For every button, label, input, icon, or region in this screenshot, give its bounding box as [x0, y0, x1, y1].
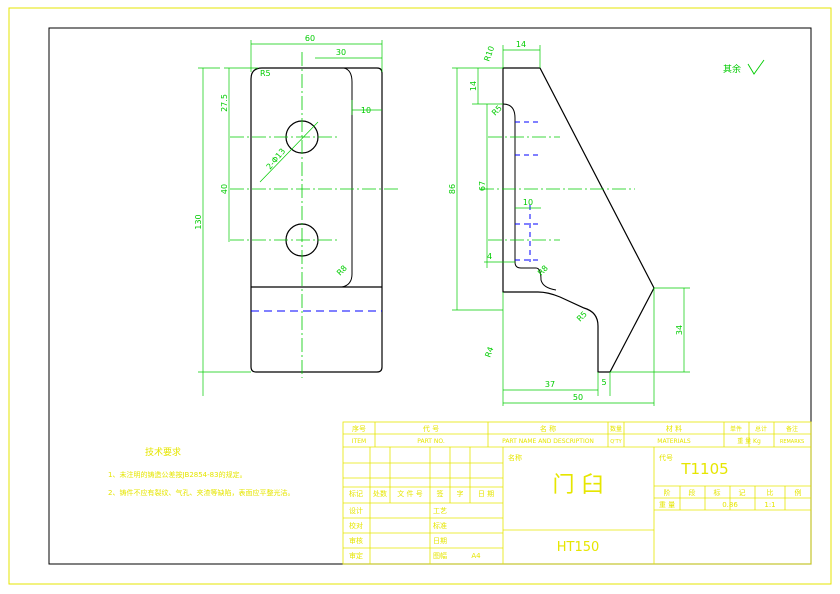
name-label: 名称 [508, 453, 522, 462]
approve-design: 设计 [349, 506, 363, 515]
dim-front-offset: 10 [361, 106, 371, 115]
hdr-unit-wt: 单件 [730, 425, 742, 433]
outer-border [8, 7, 832, 585]
hdr-partno-en: PART NO. [417, 438, 445, 445]
dim-side-r-mid: R5 [490, 104, 504, 118]
dim-side-left-h: 14 [469, 81, 478, 91]
approve-check: 校对 [349, 521, 363, 530]
dim-front-width: 60 [305, 34, 315, 43]
approve-date: 日期 [433, 537, 447, 545]
dim-side-foot-r: R5 [575, 310, 589, 324]
code-label: 代号 [659, 453, 673, 462]
dim-side-width: 50 [573, 393, 583, 402]
rev-col-sign2: 字 [457, 489, 464, 498]
tech-title: 技术要求 [145, 446, 181, 458]
tech-requirements: 技术要求 1、未注明的铸造公差按JB2854-83的规定。 2、铸件不应有裂纹、… [108, 446, 294, 497]
tech-item-1: 1、未注明的铸造公差按JB2854-83的规定。 [108, 470, 247, 479]
hdr-mat-cn: 材 料 [666, 424, 682, 433]
dim-side-small: 4 [487, 252, 492, 261]
hdr-mat-en: MATERIALS [657, 438, 691, 445]
surface-finish-note: 其余 [723, 63, 741, 75]
approve-review: 审核 [349, 536, 363, 545]
front-view: 60 30 10 27.5 40 130 2-Φ13 R5 R8 [194, 34, 400, 396]
stage-6: 例 [795, 488, 802, 497]
dim-side-foot-step: 5 [601, 378, 606, 387]
dim-side-foot-w: 37 [545, 380, 555, 389]
hdr-partno-cn: 代 号 [423, 424, 439, 433]
rev-col-date: 日 期 [478, 490, 494, 498]
hdr-remarks-cn: 备注 [786, 425, 798, 433]
hdr-item-en: ITEM [352, 438, 366, 445]
hdr-weight-row: 重 量 Kg [737, 437, 761, 445]
stage-2: 段 [689, 488, 696, 497]
sheet-size: A4 [471, 552, 481, 560]
hdr-item-cn: 序号 [352, 424, 366, 433]
stage-1: 阶 [664, 488, 671, 497]
hdr-remarks-en: REMARKS [780, 439, 804, 445]
title-block-text: 序号 ITEM 代 号 PART NO. 名 称 PART NAME AND D… [349, 424, 804, 560]
hdr-name-cn: 名 称 [540, 424, 556, 433]
rev-col-count: 处数 [373, 489, 387, 498]
hdr-qty-cn: 数量 [610, 425, 622, 433]
dim-front-hole-spacing: 40 [220, 184, 229, 194]
dim-side-top-r: R10 [482, 45, 496, 63]
scale-value: 1:1 [764, 501, 775, 509]
tech-item-2: 2、铸件不应有裂纹、气孔、夹渣等缺陷，表面应平整光洁。 [108, 488, 294, 497]
dim-front-height: 130 [194, 214, 203, 229]
side-view: 14 R10 14 R5 86 67 10 4 R8 R5 R4 34 37 5… [448, 40, 690, 406]
part-number: T1105 [680, 460, 728, 478]
weight-value: 0.86 [722, 501, 738, 509]
dim-front-top-hole: 27.5 [220, 94, 229, 112]
approve-sheet: 图幅 [433, 551, 447, 560]
hdr-qty-en: Q'TY [610, 439, 622, 445]
approve-standard: 标准 [433, 521, 447, 530]
hdr-total-wt: 总计 [755, 425, 767, 433]
dim-side-inner-r: R8 [536, 264, 550, 278]
material: HT150 [557, 540, 600, 555]
stage-5: 比 [767, 488, 774, 497]
dim-front-r-bottom: R8 [335, 264, 349, 278]
stage-4: 记 [739, 489, 746, 497]
surface-finish-symbol: 其余 [723, 59, 765, 75]
dim-side-foot-h: 34 [675, 325, 684, 335]
rev-col-mark: 标记 [349, 489, 363, 498]
dim-front-r-top: R5 [260, 69, 271, 78]
rev-col-doc: 文 件 号 [397, 489, 422, 498]
hdr-name-en: PART NAME AND DESCRIPTION [502, 438, 594, 445]
dim-side-height: 86 [448, 184, 457, 194]
dim-side-inner-h: 67 [478, 181, 487, 191]
rev-col-sign1: 签 [437, 489, 444, 498]
weight-label: 重 量 [659, 501, 675, 509]
dim-front-upper: 30 [336, 48, 346, 57]
dim-side-bottom-r: R4 [483, 346, 495, 359]
approve-final: 审定 [349, 551, 363, 560]
dim-side-web: 10 [523, 198, 533, 207]
dim-side-top: 14 [516, 40, 526, 49]
title-block [342, 421, 812, 565]
part-name: 门 臼 [553, 473, 604, 498]
approve-process: 工艺 [433, 507, 447, 515]
stage-3: 标 [714, 488, 721, 497]
dim-front-holes: 2-Φ13 [265, 147, 288, 172]
